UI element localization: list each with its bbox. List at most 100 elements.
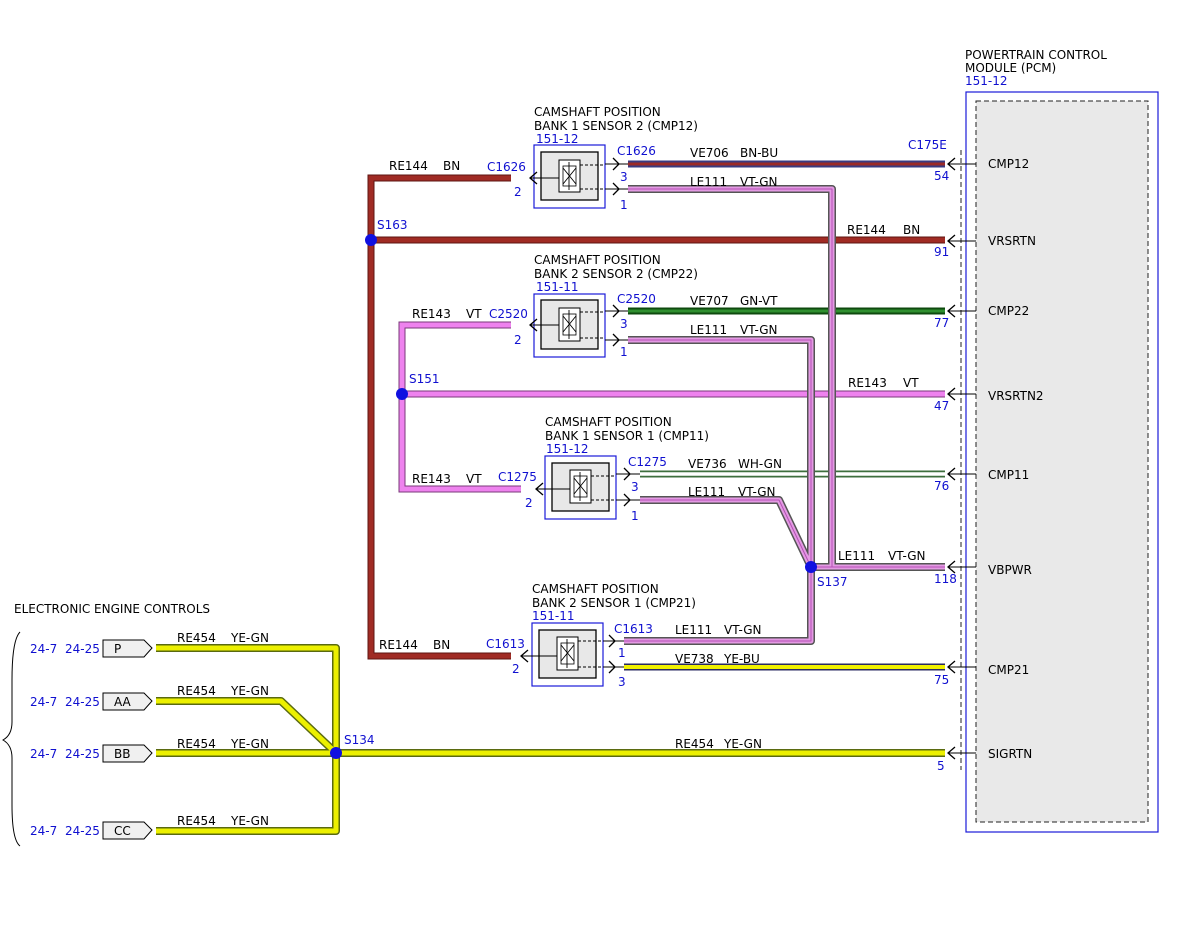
eec-ref-link[interactable]: 24-7 (30, 747, 57, 761)
sensor-ref-link[interactable]: 151-12 (546, 442, 589, 456)
pcm-ref-link[interactable]: 151-12 (965, 74, 1008, 88)
pcm-pin-number: 47 (934, 399, 949, 413)
wire-w13-circuit: LE111 (675, 623, 712, 637)
pcm-title-line2: MODULE (PCM) (965, 61, 1056, 75)
wire-w17-color: YE-GN (230, 684, 269, 698)
sensor-conn-right[interactable]: C1275 (628, 455, 667, 469)
pcm-connector-label[interactable]: C175E (908, 138, 947, 152)
eec-ref-link[interactable]: 24-25 (65, 642, 100, 656)
sensor-conn-right[interactable]: C1613 (614, 622, 653, 636)
pcm-pin-number: 76 (934, 479, 949, 493)
wire-w17-circuit: RE454 (177, 684, 216, 698)
wire-le111 (624, 185, 945, 645)
wire-w3-circuit: RE144 (389, 159, 428, 173)
splice-s151[interactable]: S151 (396, 372, 440, 400)
sensor-conn-left[interactable]: C2520 (489, 307, 528, 321)
sensor-ref-link[interactable]: 151-12 (536, 132, 579, 146)
sensor-title-line2: BANK 1 SENSOR 2 (CMP12) (534, 119, 698, 133)
wire-w9-circuit: RE143 (412, 472, 451, 486)
pcm-pin: CMP12 54 (934, 157, 1029, 183)
eec-title: ELECTRONIC ENGINE CONTROLS (14, 602, 210, 616)
wire-re143 (398, 321, 945, 493)
sensor-pin: 1 (618, 646, 626, 660)
sensor-conn-left[interactable]: C1626 (487, 160, 526, 174)
wire-w15-circuit: VE738 (675, 652, 714, 666)
wire-re144 (367, 174, 945, 660)
sensor-conn-right[interactable]: C2520 (617, 292, 656, 306)
wire-w2-circuit: LE111 (690, 175, 727, 189)
eec-pin-tag (102, 744, 153, 763)
pcm-pin-label: VRSRTN2 (988, 389, 1044, 403)
wire-w20-color: YE-GN (723, 737, 762, 751)
wire-w2-color: VT-GN (740, 175, 777, 189)
arrow-left-icon (529, 318, 538, 332)
wire-w16-circuit: RE454 (177, 631, 216, 645)
sensor-box (544, 455, 617, 520)
splice-dot (330, 747, 342, 759)
eec-ref-link[interactable]: 24-7 (30, 695, 57, 709)
arrow-left-icon (535, 482, 544, 496)
splice-dot (365, 234, 377, 246)
sensor-conn-left[interactable]: C1613 (486, 637, 525, 651)
pcm-pin: VRSRTN2 47 (934, 387, 1044, 413)
pcm-pin-label: CMP11 (988, 468, 1029, 482)
eec-pin-label: BB (114, 747, 130, 761)
wire-w14-circuit: RE144 (379, 638, 418, 652)
sensor-conn-right[interactable]: C1626 (617, 144, 656, 158)
sensor-ref-link[interactable]: 151-11 (532, 609, 575, 623)
splice-s163[interactable]: S163 (365, 218, 408, 246)
pcm-pin-number: 118 (934, 572, 957, 586)
pcm-pin-number: 77 (934, 316, 949, 330)
sensor-pin: 2 (525, 496, 533, 510)
wire-w11-color: VT-GN (738, 485, 775, 499)
wire-w10-circuit: VE736 (688, 457, 727, 471)
wire-w6-circuit: VE707 (690, 294, 729, 308)
wire-w15-color: YE-BU (723, 652, 760, 666)
eec-ref-link[interactable]: 24-7 (30, 642, 57, 656)
sensor-pin: 1 (620, 198, 628, 212)
eec-ref-link[interactable]: 24-25 (65, 695, 100, 709)
eec-section: ELECTRONIC ENGINE CONTROLS 24-7 24-25 P … (1, 602, 210, 847)
splice-label: S137 (817, 575, 848, 589)
wire-re454 (156, 644, 945, 835)
pcm-pin-number: 75 (934, 673, 949, 687)
sensor-pin: 3 (618, 675, 626, 689)
splice-dot (805, 561, 817, 573)
pcm-title-line1: POWERTRAIN CONTROL (965, 48, 1107, 62)
eec-row: 24-7 24-25 AA (30, 692, 153, 711)
wire-w5-circuit: RE143 (412, 307, 451, 321)
splice-s134[interactable]: S134 (330, 733, 375, 759)
pcm-pin: CMP22 77 (934, 304, 1029, 330)
wire-w8-color: VT (903, 376, 919, 390)
sensor-pin: 3 (620, 317, 628, 331)
pcm-pin: VBPWR 118 (934, 560, 1032, 586)
sensor-title-line1: CAMSHAFT POSITION (534, 253, 661, 267)
eec-ref-link[interactable]: 24-25 (65, 824, 100, 838)
pcm-pin-label: VBPWR (988, 563, 1032, 577)
sensor-title-line2: BANK 2 SENSOR 1 (CMP21) (532, 596, 696, 610)
sensor-conn-left[interactable]: C1275 (498, 470, 537, 484)
sensor-box (533, 144, 606, 209)
sensor-cmp21: CAMSHAFT POSITION BANK 2 SENSOR 1 (CMP21… (486, 582, 696, 689)
arrow-left-icon (520, 649, 529, 663)
eec-pin-tag (102, 821, 153, 840)
sensor-ref-link[interactable]: 151-11 (536, 280, 579, 294)
splice-label: S163 (377, 218, 408, 232)
eec-pin-label: CC (114, 824, 131, 838)
sensor-pin: 3 (631, 480, 639, 494)
pcm-pin-number: 91 (934, 245, 949, 259)
wire-w3-color: BN (443, 159, 460, 173)
sensor-pin: 2 (512, 662, 520, 676)
eec-ref-link[interactable]: 24-25 (65, 747, 100, 761)
sensor-title-line1: CAMSHAFT POSITION (545, 415, 672, 429)
eec-ref-link[interactable]: 24-7 (30, 824, 57, 838)
eec-pin-tag (102, 639, 153, 658)
arrow-left-icon (529, 171, 538, 185)
wire-w13-color: VT-GN (724, 623, 761, 637)
wire-w19-color: YE-GN (230, 814, 269, 828)
splice-s137[interactable]: S137 (805, 561, 848, 589)
sensor-title-line2: BANK 2 SENSOR 2 (CMP22) (534, 267, 698, 281)
sensor-pin: 2 (514, 333, 522, 347)
brace-icon (1, 631, 21, 847)
